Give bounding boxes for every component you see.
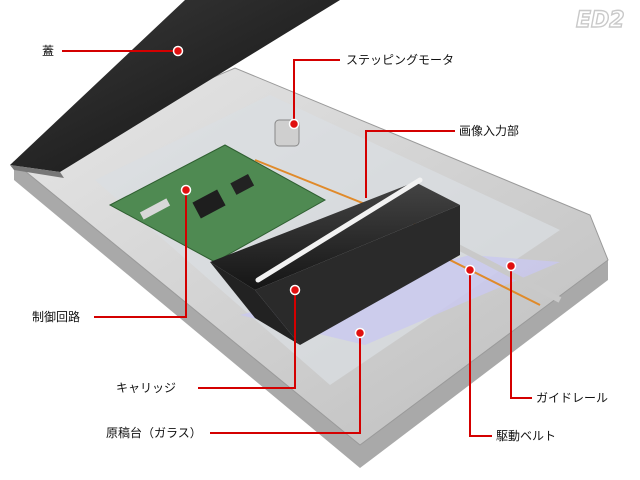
scanner-lid: [10, 0, 340, 172]
carriage-side: [255, 205, 460, 345]
carriage-end: [210, 262, 300, 345]
leader-image-input: [365, 130, 455, 198]
scanner-base-side: [14, 162, 608, 468]
label-glass: 原稿台（ガラス）: [106, 425, 202, 440]
leader-drive-belt: [469, 270, 492, 437]
dot-lid: [172, 45, 184, 57]
scanner-lid-edge: [10, 165, 64, 178]
label-stepping-motor: ステッピングモータ: [346, 53, 454, 67]
carriage-top: [210, 182, 460, 290]
circuit-chip-small: [230, 174, 255, 195]
label-control-circuit: 制御回路: [32, 309, 80, 324]
scan-lamp: [255, 177, 423, 283]
leader-glass: [210, 333, 361, 434]
leader-control-circuit: [94, 190, 187, 318]
dot-drive-belt: [464, 264, 476, 276]
label-lid: 蓋: [42, 44, 54, 58]
dot-guide-rail: [505, 260, 517, 272]
label-guide-rail: ガイドレール: [536, 391, 608, 405]
leader-lines: [62, 50, 532, 437]
callout-dots: [172, 45, 517, 339]
label-carriage: キャリッジ: [116, 381, 176, 395]
dot-carriage: [289, 284, 301, 296]
circuit-connector: [139, 198, 171, 220]
leader-carriage: [198, 290, 296, 389]
dot-control-circuit: [180, 184, 192, 196]
dot-glass: [354, 327, 366, 339]
leader-stepping-motor: [293, 59, 340, 122]
circuit-chip: [192, 189, 226, 219]
label-drive-belt: 駆動ベルト: [496, 429, 556, 443]
ed2-logo: ED2: [576, 8, 625, 33]
label-image-input: 画像入力部: [459, 123, 519, 138]
dot-stepping-motor: [288, 118, 300, 130]
leader-guide-rail: [510, 268, 532, 399]
